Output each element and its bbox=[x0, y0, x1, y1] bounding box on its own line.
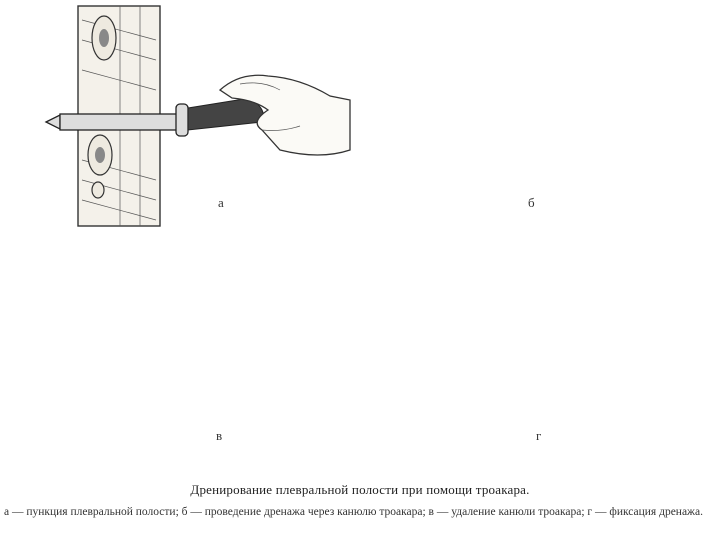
figure-caption-title: Дренирование плевральной полости при пом… bbox=[190, 482, 530, 497]
panel-label-g: г bbox=[536, 428, 542, 443]
panel-label-v: в bbox=[216, 428, 223, 443]
panel-label-b: б bbox=[528, 195, 535, 210]
trocar-cannula bbox=[59, 113, 179, 131]
trocar-handle bbox=[187, 97, 264, 131]
panel-a-illustration bbox=[44, 5, 351, 227]
panel-label-a: а bbox=[218, 195, 224, 210]
hand bbox=[218, 74, 351, 156]
figure-caption-description: а — пункция плевральной полости; б — про… bbox=[4, 506, 703, 518]
trocar-collar bbox=[175, 103, 189, 137]
trocar-tip bbox=[44, 113, 61, 131]
